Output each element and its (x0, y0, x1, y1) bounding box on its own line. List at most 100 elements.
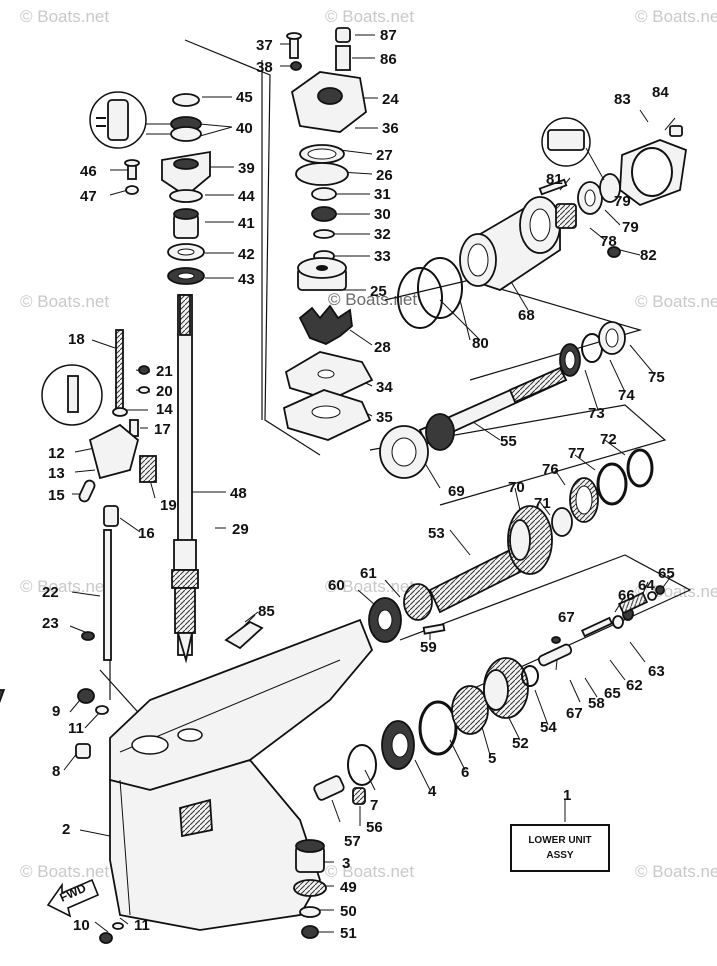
callout-37: 37 (256, 37, 273, 54)
grease-detail-icon (89, 91, 170, 149)
callout-10: 10 (73, 917, 90, 934)
callout-56: 56 (366, 819, 383, 836)
reverse-rings (569, 448, 654, 523)
bearing-housing (397, 196, 561, 329)
callout-12: 12 (48, 445, 65, 462)
callout-50: 50 (340, 903, 357, 920)
callout-65-lower: 65 (604, 685, 621, 702)
callout-40: 40 (236, 120, 253, 137)
callout-77: 77 (568, 445, 585, 462)
callout-45: 45 (236, 89, 253, 106)
callout-3: 3 (342, 855, 350, 872)
callout-1: 1 (563, 787, 571, 804)
callout-74: 74 (618, 387, 635, 404)
callout-78: 78 (600, 233, 617, 250)
fwd-arrow-icon: FWD (46, 878, 100, 918)
callout-52: 52 (512, 735, 529, 752)
callout-8: 8 (52, 763, 60, 780)
callout-13: 13 (48, 465, 65, 482)
callout-16: 16 (138, 525, 155, 542)
callout-32: 32 (374, 226, 391, 243)
callout-21: 21 (156, 363, 173, 380)
forward-gear-group (347, 657, 539, 786)
callout-26: 26 (376, 167, 393, 184)
shift-plunger (313, 775, 366, 805)
callout-2: 2 (62, 821, 70, 838)
callout-31: 31 (374, 186, 391, 203)
callout-86: 86 (380, 51, 397, 68)
callout-11-upper: 11 (68, 720, 84, 737)
callout-19: 19 (160, 497, 177, 514)
callout-29: 29 (232, 521, 249, 538)
callout-41: 41 (238, 215, 255, 232)
callout-83: 83 (614, 91, 631, 108)
callout-87: 87 (380, 27, 397, 44)
callout-49: 49 (340, 879, 357, 896)
callout-4: 4 (428, 783, 437, 800)
shift-rod (41, 329, 157, 661)
callout-48: 48 (230, 485, 247, 502)
callout-34: 34 (376, 379, 393, 396)
callout-59: 59 (420, 639, 437, 656)
callout-71: 71 (534, 495, 551, 512)
callout-25: 25 (370, 283, 387, 300)
callout-9: 9 (52, 703, 60, 720)
callout-69: 69 (448, 483, 465, 500)
callout-62: 62 (626, 677, 643, 694)
callout-72: 72 (600, 431, 617, 448)
callout-60: 60 (328, 577, 345, 594)
callout-20: 20 (156, 383, 173, 400)
callout-65-upper: 65 (658, 565, 675, 582)
callout-35: 35 (376, 409, 393, 426)
watermark-mid-left: © Boats.net (20, 292, 109, 311)
watermarks: © Boats.net © Boats.net © Boats.net © Bo… (20, 7, 717, 881)
callout-17: 17 (154, 421, 171, 438)
callout-24: 24 (382, 91, 399, 108)
watermark-top-right: © Boats.net (635, 7, 717, 26)
callout-labels: 1 2 3 4 5 6 7 8 9 10 11 11 12 13 14 15 1… (42, 27, 675, 942)
callout-43: 43 (238, 271, 255, 288)
reverse-gear-group (507, 505, 573, 575)
callout-79-lower: 79 (614, 193, 631, 210)
callout-39: 39 (238, 160, 255, 177)
callout-42: 42 (238, 246, 255, 263)
callout-55: 55 (500, 433, 517, 450)
housing-bolts (75, 688, 124, 944)
assy-label-line2: ASSY (546, 850, 574, 861)
callout-5: 5 (488, 750, 496, 767)
callout-28: 28 (374, 339, 391, 356)
watermark-bottom-center: © Boats.net (325, 862, 414, 881)
propeller-shaft (379, 366, 568, 479)
watermark-top-left: © Boats.net (20, 7, 109, 26)
callout-66: 66 (618, 587, 635, 604)
callout-30: 30 (374, 206, 391, 223)
callout-58: 58 (588, 695, 605, 712)
callout-14: 14 (156, 401, 173, 418)
callout-6: 6 (461, 764, 469, 781)
callout-54: 54 (540, 719, 557, 736)
bearing-housing-hardware (538, 117, 687, 258)
water-pump (282, 27, 374, 441)
watermark-bottom-left: © Boats.net (20, 862, 109, 881)
callout-46: 46 (80, 163, 97, 180)
watermark-lower-center: © Boats.net (325, 577, 414, 596)
callout-23: 23 (42, 615, 59, 632)
watermark-bottom-right: © Boats.net (635, 862, 717, 881)
callout-57: 57 (344, 833, 361, 850)
callout-84: 84 (652, 84, 669, 101)
watermark-center: © Boats.net (328, 290, 417, 309)
callout-85: 85 (258, 603, 275, 620)
shift-cam-group (537, 585, 665, 667)
callout-63: 63 (648, 663, 665, 680)
leader-lines (63, 34, 676, 933)
lower-unit-assy-label: LOWER UNIT ASSY (510, 824, 610, 872)
callout-81: 81 (546, 171, 563, 188)
watermark-top-center: © Boats.net (325, 7, 414, 26)
callout-22: 22 (42, 584, 59, 601)
drive-shaft (171, 294, 199, 664)
callout-70: 70 (508, 479, 525, 496)
dog-clutch-group (368, 548, 522, 643)
group-outlines (99, 39, 692, 721)
callout-80: 80 (472, 335, 489, 352)
callout-67-lower: 67 (566, 705, 583, 722)
